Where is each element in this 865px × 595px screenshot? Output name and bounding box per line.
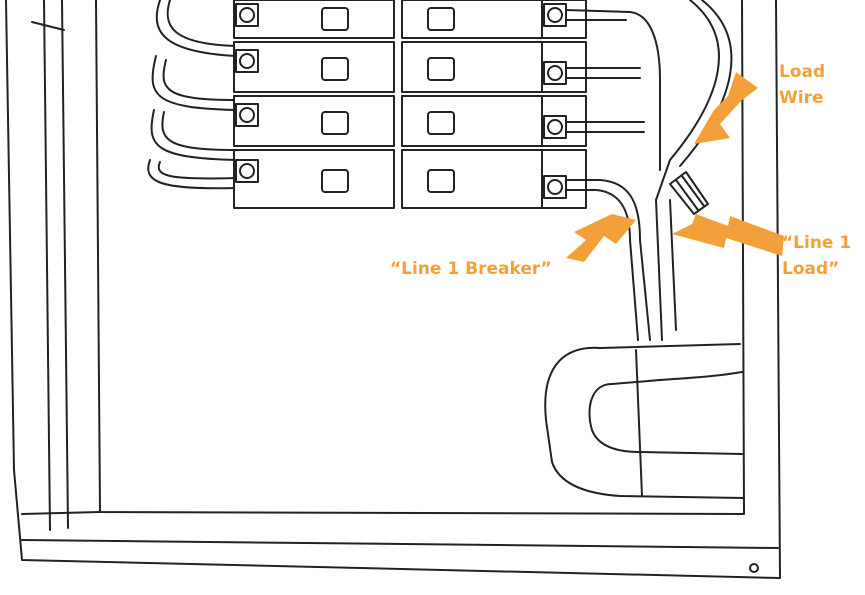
- arrow-line1-breaker: [566, 214, 636, 262]
- wire-nut: [669, 171, 709, 215]
- arrow-line1-load: [672, 214, 784, 256]
- label-load-wire-line1: Load: [779, 62, 826, 82]
- line1-breaker-wire: [565, 179, 651, 341]
- label-line1-load: “Line 1 Load”: [782, 230, 851, 282]
- label-load-wire: Load Wire: [779, 59, 825, 111]
- conduit-loop: [544, 343, 745, 499]
- load-wire: [655, 0, 733, 341]
- label-line1-load-line1: “Line 1: [782, 233, 852, 253]
- mounting-hole: [749, 563, 759, 573]
- arrow-load-wire: [694, 72, 758, 144]
- label-line1-load-line2: Load”: [782, 259, 840, 279]
- breaker-column-right: [401, 0, 587, 209]
- panel-enclosure: [5, 0, 781, 579]
- right-wire-bundle: [565, 9, 661, 171]
- label-line1-breaker: “Line 1 Breaker”: [390, 259, 552, 279]
- left-wire-bundle: [147, 0, 237, 190]
- label-load-wire-line2: Wire: [779, 88, 824, 108]
- breaker-column-left: [233, 0, 395, 209]
